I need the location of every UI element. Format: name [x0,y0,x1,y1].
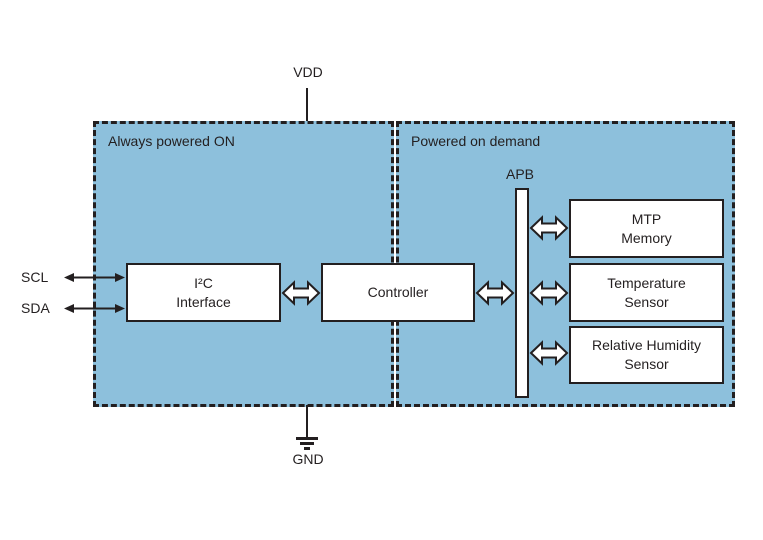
vdd-label: VDD [293,64,323,80]
gnd-label: GND [292,451,324,467]
block-temperature-sensor-label: Temperature Sensor [607,274,686,310]
ground-symbol-icon [300,442,314,445]
apb-humidity-bidirectional-arrow [529,340,569,366]
block-controller-label: Controller [367,284,429,301]
scl-bidirectional-arrow [64,273,125,282]
scl-pin-label: SCL [21,269,49,285]
apb-bus-bar [515,188,529,398]
block-i2c-interface: I²C Interface [126,263,281,322]
block-controller: Controller [321,263,475,322]
ground-symbol-icon [304,447,310,450]
sda-pin-label: SDA [21,300,50,316]
block-i2c-interface-label: I²C Interface [176,274,231,310]
region-always-powered-on-label: Always powered ON [108,133,235,149]
apb-temperature-bidirectional-arrow [529,280,569,306]
block-temperature-sensor: Temperature Sensor [569,263,724,322]
i2c-controller-bidirectional-arrow [281,280,321,306]
apb-mtp-bidirectional-arrow [529,215,569,241]
block-relative-humidity-sensor: Relative Humidity Sensor [569,326,724,384]
gnd-line [306,405,308,439]
apb-bus-label: APB [505,166,534,182]
ground-symbol-icon [296,437,318,440]
block-mtp-memory: MTP Memory [569,199,724,258]
block-mtp-memory-label: MTP Memory [621,210,672,246]
sda-bidirectional-arrow [64,304,125,313]
vdd-supply-line [306,88,308,123]
block-relative-humidity-sensor-label: Relative Humidity Sensor [592,337,701,372]
controller-apb-bidirectional-arrow [475,280,515,306]
region-powered-on-demand-label: Powered on demand [411,133,541,149]
